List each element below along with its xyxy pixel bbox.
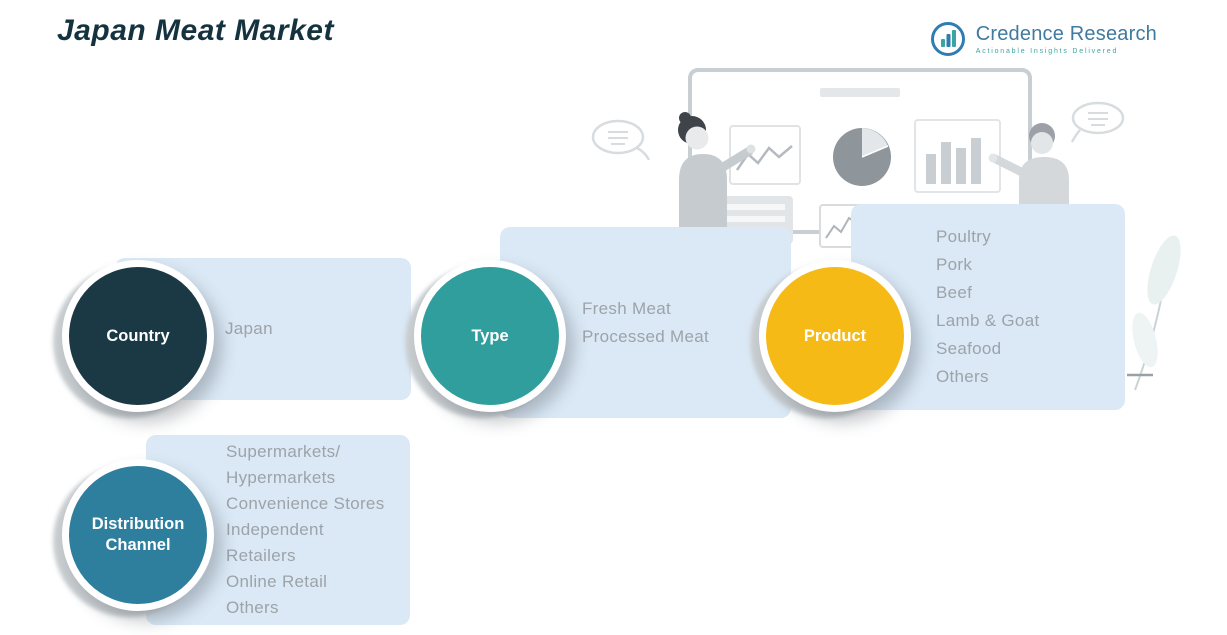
panel-item: Seafood [936, 339, 1002, 358]
panel-item: Pork [936, 255, 973, 274]
panel-item: Poultry [936, 227, 992, 246]
speech-bubble-left [591, 119, 651, 161]
panel-item: Japan [225, 319, 273, 338]
panel-item: Independent Retailers [226, 520, 324, 565]
brand-text: Credence Research Actionable Insights De… [976, 23, 1157, 55]
country-circle: Country [62, 260, 214, 412]
speech-bubble-right [1070, 101, 1125, 143]
panel-item: Others [226, 598, 279, 617]
type-circle: Type [414, 260, 566, 412]
brand-tagline: Actionable Insights Delivered [975, 48, 1119, 55]
country-items: Japan [225, 315, 273, 343]
panel-item: Processed Meat [582, 326, 710, 346]
panel-item: Online Retail [226, 572, 328, 591]
product-circle: Product [759, 260, 911, 412]
brand-name: Credence Research [975, 23, 1157, 45]
brand-logo: Credence Research Actionable Insights De… [929, 20, 1157, 58]
type-label: Type [471, 326, 509, 345]
leaf-decoration [1127, 235, 1181, 391]
panel-item: Lamb & Goat [936, 311, 1040, 330]
distribution-circle: Distribution Channel [62, 459, 214, 611]
presentation-illustration [591, 68, 1181, 391]
panel-item: Beef [936, 283, 973, 302]
panel-item: Fresh Meat [582, 298, 671, 318]
page-title: Japan Meat Market [57, 14, 334, 47]
distribution-label: Distribution Channel [91, 515, 185, 554]
product-label: Product [803, 326, 867, 345]
presenter-left [678, 112, 756, 233]
country-label: Country [106, 326, 170, 345]
panel-item: Convenience Stores [226, 494, 385, 513]
panel-item: Others [936, 367, 989, 386]
bar-chart-circle-icon [930, 22, 965, 56]
panel-item: Supermarkets/ Hypermarkets [226, 442, 341, 487]
